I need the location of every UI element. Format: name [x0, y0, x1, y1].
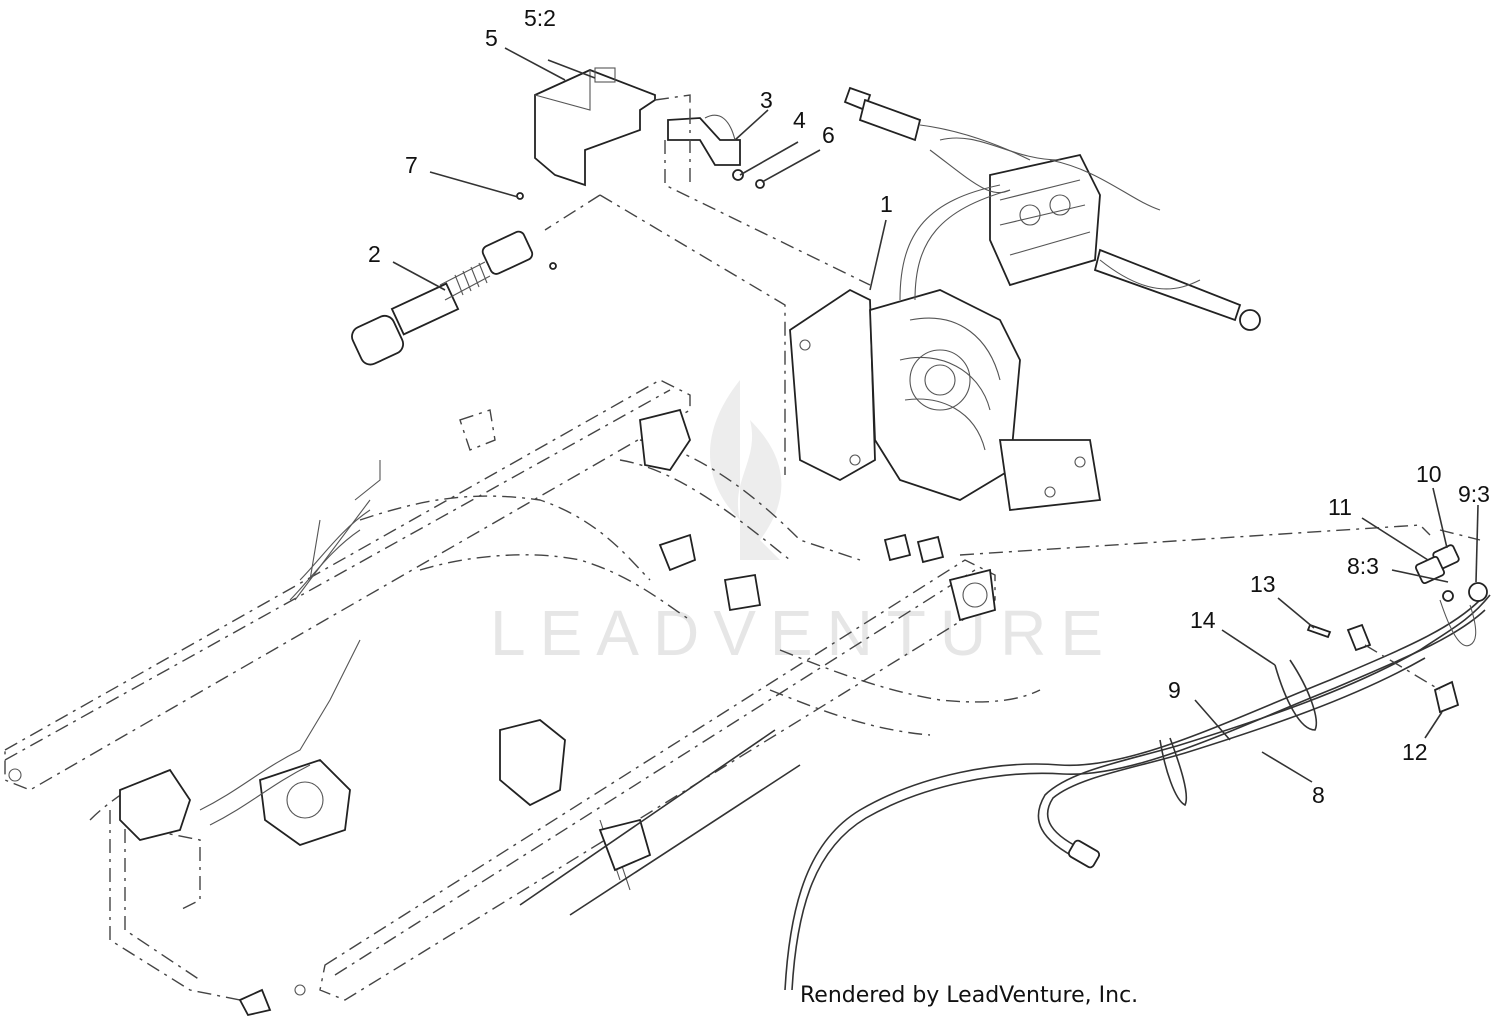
callout-7: 7 [405, 152, 418, 178]
watermark-text: LEADVENTURE [490, 597, 1117, 669]
callout-11: 11 [1328, 494, 1352, 520]
rendered-by-credit: Rendered by LeadVenture, Inc. [800, 983, 1139, 1008]
callout-4: 4 [793, 107, 806, 133]
control-valve-assembly [843, 86, 1261, 331]
leadventure-watermark: LEADVENTURE [490, 380, 1117, 669]
cable-ties-part-14[interactable] [1159, 659, 1317, 807]
callout-1: 1 [880, 191, 893, 217]
hydrostatic-pump-part-1[interactable] [789, 288, 1102, 511]
hydraulic-hose-part-8[interactable] [1037, 594, 1491, 869]
guard-part-5[interactable] [534, 67, 656, 187]
callout-leaders [392, 47, 1479, 783]
callout-10: 10 [1416, 461, 1442, 487]
nut-part-4[interactable] [732, 169, 744, 181]
assembly-lines [544, 110, 1481, 556]
driveshaft-part-2[interactable] [349, 192, 557, 368]
callout-3: 3 [760, 87, 773, 113]
callout-labels: 5:2 5 3 4 6 7 2 1 10 9:3 11 8:3 13 14 9 … [368, 5, 1490, 808]
wire-harness-part-9[interactable] [784, 599, 1486, 991]
flame-logo-icon [710, 380, 782, 560]
callout-5: 5 [485, 25, 498, 51]
callout-8: 8 [1312, 782, 1325, 808]
callout-6: 6 [822, 122, 835, 148]
callout-2: 2 [368, 241, 381, 267]
callout-5-2: 5:2 [524, 5, 556, 31]
tension-springs [294, 499, 801, 916]
callout-13: 13 [1250, 571, 1276, 597]
clip-part-12[interactable] [1346, 623, 1460, 714]
callout-12: 12 [1402, 739, 1428, 765]
fastener-part-13[interactable] [1306, 623, 1332, 639]
main-frame [4, 379, 1041, 1017]
connector-part-10[interactable] [1414, 544, 1488, 647]
callout-14: 14 [1190, 607, 1216, 633]
bracket-part-3[interactable] [654, 94, 741, 166]
callout-9: 9 [1168, 677, 1181, 703]
callout-8-3: 8:3 [1347, 553, 1379, 579]
callout-9-3: 9:3 [1458, 481, 1490, 507]
